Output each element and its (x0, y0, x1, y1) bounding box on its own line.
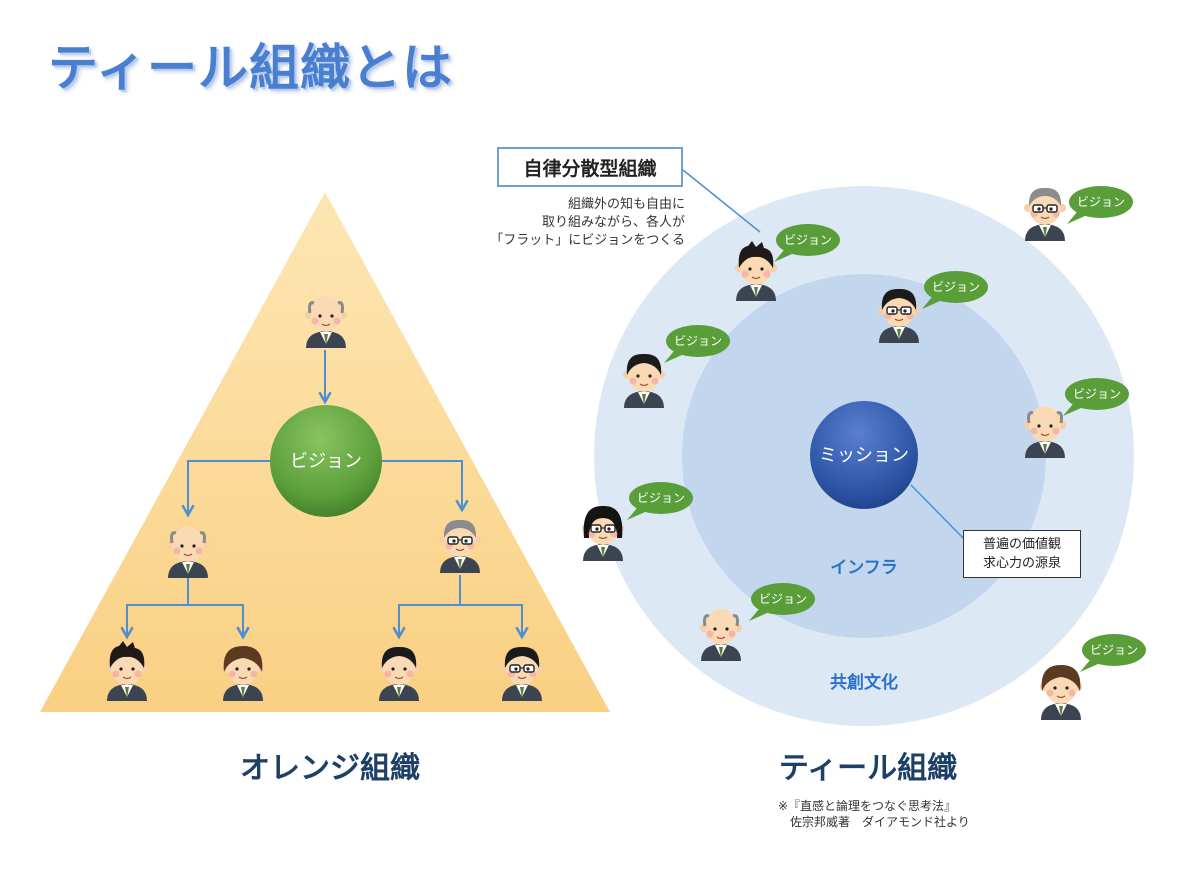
person-icon (106, 641, 148, 701)
vision-speech-bubble: ビジョン (749, 583, 815, 621)
source-line: ※『直感と論理をつなぐ思考法』 (778, 799, 957, 813)
vision-node: ビジョン (270, 405, 382, 517)
vision-speech-bubble: ビジョン (627, 482, 693, 520)
vision-speech-bubble: ビジョン (1067, 186, 1133, 224)
person-icon (582, 505, 624, 561)
callout-line: 組織外の知も自由に (567, 197, 685, 212)
person-icon (378, 646, 420, 701)
vision-speech-bubble: ビジョン (922, 271, 988, 309)
person-icon (167, 526, 209, 578)
svg-text:ビジョン: ビジョン (290, 451, 362, 472)
person-icon (700, 609, 742, 661)
bubble-label: ビジョン (759, 592, 807, 606)
values-connector (910, 484, 966, 541)
person-icon (439, 519, 481, 573)
values-line: 求心力の源泉 (982, 556, 1061, 571)
person-icon (305, 296, 347, 348)
vision-speech-bubble: ビジョン (1063, 378, 1129, 416)
svg-text:ミッション: ミッション (819, 445, 909, 466)
person-icon (1024, 406, 1066, 458)
vision-speech-bubble: ビジョン (774, 224, 840, 262)
callout-line: 取り組みながら、各人が (541, 215, 685, 230)
bubble-label: ビジョン (1090, 643, 1138, 657)
mission-node: ミッション (810, 401, 918, 509)
bubble-label: ビジョン (637, 491, 685, 505)
person-icon (735, 241, 777, 301)
callout-line: 「フラット」にビジョンをつくる (490, 233, 685, 248)
bubble-label: ビジョン (1073, 387, 1121, 401)
callout-title-box: 自律分散型組織 (497, 147, 683, 187)
vision-speech-bubble: ビジョン (1080, 634, 1146, 672)
person-icon (1040, 665, 1082, 720)
callout-connector (682, 169, 761, 233)
values-box: 普遍の価値観 求心力の源泉 (963, 530, 1081, 578)
bubble-label: ビジョン (932, 280, 980, 294)
teal-org-label: ティール組織 (778, 751, 958, 786)
page-title: ティール組織とは (48, 39, 453, 97)
bubble-label: ビジョン (784, 233, 832, 247)
person-icon (623, 353, 665, 408)
person-icon (222, 646, 264, 701)
callout-description: 組織外の知も自由に 取り組みながら、各人が 「フラット」にビジョンをつくる (430, 196, 685, 250)
person-icon (878, 288, 920, 343)
orange-org-label: オレンジ組織 (240, 751, 420, 786)
values-line: 普遍の価値観 (982, 537, 1061, 552)
infra-label: インフラ (830, 558, 898, 578)
co-creation-label: 共創文化 (830, 673, 898, 693)
source-line: 佐宗邦威著 ダイアモンド社より (778, 815, 970, 829)
bubble-label: ビジョン (674, 334, 722, 348)
person-icon (1024, 187, 1066, 241)
source-note: ※『直感と論理をつなぐ思考法』 佐宗邦威著 ダイアモンド社より (778, 798, 970, 830)
bubble-label: ビジョン (1077, 195, 1125, 209)
person-icon (501, 646, 543, 701)
hierarchy-lines (120, 350, 529, 640)
vision-speech-bubble: ビジョン (664, 325, 730, 363)
